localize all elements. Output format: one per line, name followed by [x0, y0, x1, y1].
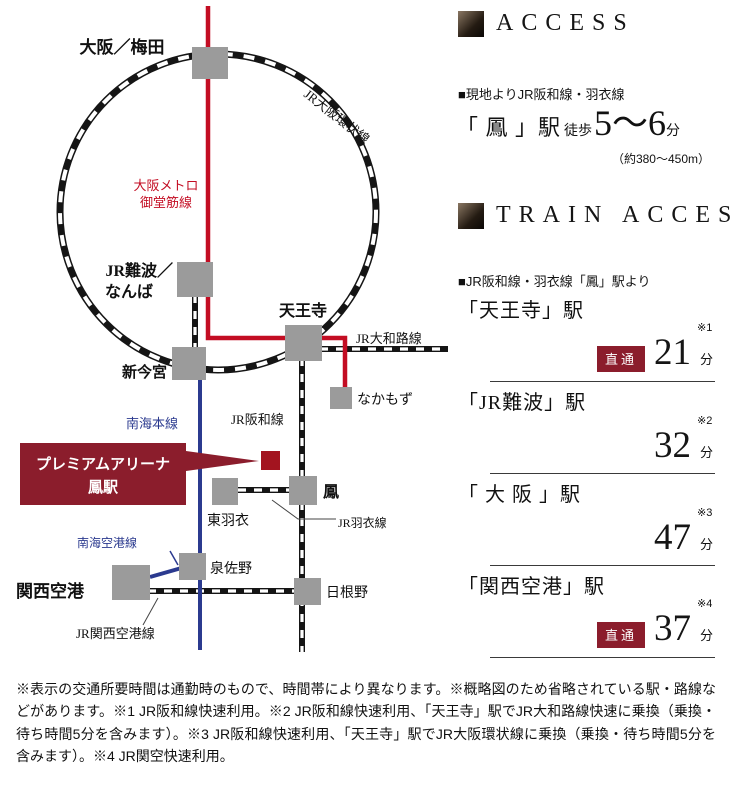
station-label-kansai-airport: 関西空港	[16, 581, 85, 601]
station-square-jr-namba	[177, 262, 213, 297]
line-label-hagoromo: JR羽衣線	[338, 515, 387, 530]
line-label-hanwa: JR阪和線	[231, 412, 284, 427]
station-label-otori: 鳳	[323, 483, 339, 501]
train-access-route-note: ■JR阪和線・羽衣線「鳳」駅より	[458, 274, 651, 289]
minutes-label: 分	[699, 628, 713, 643]
train-access-section-icon	[458, 202, 484, 229]
travel-time-unit: ※1 分	[697, 322, 713, 369]
walk-access-line: 「 鳳 」駅 徒歩 5〜6 分	[456, 105, 680, 142]
footnote-ref: ※1	[696, 322, 713, 334]
footnote-ref: ※4	[696, 598, 713, 610]
walk-station-name: 「 鳳 」駅	[456, 115, 562, 140]
station-label-umeda: 大阪／梅田	[80, 37, 165, 57]
line-label-midosuji-1: 大阪メトロ	[133, 178, 198, 193]
minutes-label: 分	[699, 537, 713, 552]
line-label-nankai-airport: 南海空港線	[77, 535, 137, 550]
destination-station: 「天王寺」駅	[458, 300, 584, 322]
travel-time-minutes: 21	[653, 332, 691, 373]
line-label-nankai-main: 南海本線	[126, 416, 178, 431]
footnote-ref: ※3	[696, 507, 713, 519]
walk-time-minutes: 5〜6	[594, 103, 667, 143]
jr-airport-label-leader	[142, 597, 159, 626]
station-square-shin-imamiya	[172, 347, 206, 380]
divider-line	[490, 381, 715, 382]
disclaimer-text: ※表示の交通所要時間は通勤時のもので、時間帯により異なります。※概略図のため省略…	[16, 681, 716, 765]
station-square-umeda	[192, 47, 228, 79]
access-section-icon	[458, 10, 484, 37]
train-access-section-header: TRAIN ACCESS	[458, 202, 730, 229]
train-access-list: 「天王寺」駅 直通 21 ※1 分 「JR難波」駅 32 ※2 分	[458, 290, 715, 658]
access-section-header: ACCESS	[458, 10, 635, 37]
access-route-note: ■現地よりJR阪和線・羽衣線	[458, 87, 625, 102]
travel-time-unit: ※3 分	[697, 507, 713, 554]
property-name-line2: 鳳駅	[88, 479, 119, 496]
walk-label: 徒歩	[564, 122, 593, 138]
station-label-hineno: 日根野	[326, 585, 368, 601]
station-square-nakamozu	[330, 387, 352, 409]
divider-line	[490, 473, 715, 474]
travel-time-row: 直通 21 ※1 分	[596, 322, 713, 373]
train-access-item-tennoji: 「天王寺」駅 直通 21 ※1 分	[458, 290, 715, 382]
walk-minutes-label: 分	[666, 122, 681, 138]
travel-time-unit: ※2 分	[697, 415, 713, 462]
travel-time-row: 直通 37 ※4 分	[596, 598, 713, 649]
minutes-label: 分	[699, 352, 713, 367]
midosuji-line	[205, 6, 348, 392]
minutes-label: 分	[699, 445, 713, 460]
direct-badge: 直通	[596, 622, 645, 648]
property-name-box	[20, 443, 186, 505]
station-square-tennoji	[285, 325, 322, 361]
destination-station: 「JR難波」駅	[458, 392, 587, 414]
property-location-marker	[261, 451, 280, 470]
divider-line	[490, 565, 715, 566]
station-square-izumisano	[179, 553, 206, 580]
travel-time-unit: ※4 分	[697, 598, 713, 645]
station-square-higashi-hagoromo	[212, 478, 238, 505]
travel-time-row: 47 ※3 分	[653, 507, 713, 558]
station-square-kansai-airport	[112, 565, 150, 600]
footnote-ref: ※2	[696, 415, 713, 427]
walk-distance-note: （約380〜450m）	[611, 152, 710, 166]
hagoromo-label-leader	[271, 499, 336, 520]
line-label-jr-kansai-airport: JR関西空港線	[76, 626, 155, 641]
station-square-otori	[289, 476, 317, 505]
station-square-hineno	[294, 578, 321, 605]
station-label-jr-namba-1: JR難波／	[105, 261, 173, 280]
direct-badge: 直通	[596, 346, 645, 372]
divider-line	[490, 657, 715, 658]
line-label-yamatoji: JR大和路線	[356, 331, 422, 346]
property-pointer	[186, 451, 259, 471]
route-map: プレミアムアリーナ 鳳駅 大阪／梅田 JR大阪環状線 大阪メトロ 御堂筋線 JR…	[16, 6, 448, 652]
nankai-airport-label-leader	[169, 550, 179, 566]
travel-time-minutes: 47	[653, 517, 691, 558]
travel-time-minutes: 37	[653, 608, 691, 649]
station-label-shin-imamiya: 新今宮	[122, 363, 167, 381]
station-label-tennoji: 天王寺	[279, 301, 327, 320]
station-label-izumisano: 泉佐野	[210, 560, 252, 577]
line-label-loop: JR大阪環状線	[301, 86, 372, 146]
train-access-item-kansai-airport: 「関西空港」駅 直通 37 ※4 分	[458, 566, 715, 658]
travel-time-minutes: 32	[653, 425, 691, 466]
station-label-higashi-hagoromo: 東羽衣	[207, 513, 249, 529]
travel-time-row: 32 ※2 分	[653, 415, 713, 466]
station-label-nakamozu: なかもず	[357, 392, 413, 408]
destination-station: 「 大 阪 」駅	[458, 484, 581, 506]
property-name-line1: プレミアムアリーナ	[36, 456, 170, 473]
station-label-jr-namba-2: なんば	[105, 283, 153, 301]
access-title: ACCESS	[496, 10, 635, 36]
destination-station: 「関西空港」駅	[458, 576, 605, 598]
train-access-item-jr-namba: 「JR難波」駅 32 ※2 分	[458, 382, 715, 474]
train-access-item-osaka: 「 大 阪 」駅 47 ※3 分	[458, 474, 715, 566]
train-access-title: TRAIN ACCESS	[496, 202, 730, 228]
line-label-midosuji-2: 御堂筋線	[140, 195, 192, 210]
